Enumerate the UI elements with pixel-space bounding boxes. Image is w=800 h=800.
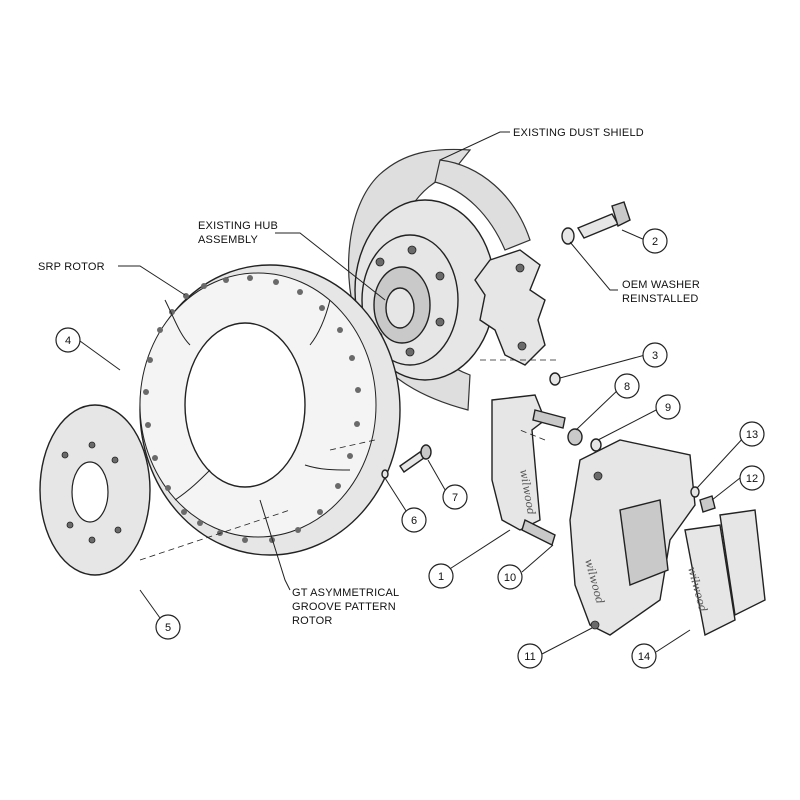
label-oem-line2: REINSTALLED xyxy=(622,293,699,305)
callout-9-num: 9 xyxy=(665,402,671,414)
callout-7-num: 7 xyxy=(452,492,458,504)
label-gt-line1: GT ASYMMETRICAL xyxy=(292,587,399,599)
label-hub-line1: EXISTING HUB xyxy=(198,220,278,232)
label-srp-rotor: SRP ROTOR xyxy=(38,261,186,296)
callout-4: 4 xyxy=(55,327,81,353)
callout-6-num: 6 xyxy=(411,515,417,527)
callout-1: 1 xyxy=(428,563,454,589)
rotor-hat xyxy=(39,404,151,576)
hat-screw xyxy=(381,444,432,479)
callout-4-num: 4 xyxy=(65,335,71,347)
callout-7: 7 xyxy=(442,484,468,510)
callout-10: 10 xyxy=(497,564,523,590)
callout-9: 9 xyxy=(655,394,681,420)
caliper-bracket: wilwood xyxy=(491,394,566,546)
label-gt-line3: ROTOR xyxy=(292,615,333,627)
hub-assembly xyxy=(354,199,496,381)
oem-bolt xyxy=(561,201,631,245)
brake-pads: wilwood xyxy=(684,509,766,637)
label-gt-rotor: GT ASYMMETRICAL GROOVE PATTERN ROTOR xyxy=(259,499,399,627)
callout-3: 3 xyxy=(642,342,668,368)
callout-10-num: 10 xyxy=(504,572,516,584)
small-hardware xyxy=(549,372,602,452)
label-srp-rotor-text: SRP ROTOR xyxy=(38,261,105,273)
steering-knuckle xyxy=(474,249,546,366)
srp-rotor xyxy=(139,264,401,556)
callout-14-num: 14 xyxy=(638,651,650,663)
label-hub: EXISTING HUB ASSEMBLY xyxy=(198,220,386,301)
label-hub-line2: ASSEMBLY xyxy=(198,234,259,246)
callout-2: 2 xyxy=(642,228,668,254)
callout-5-num: 5 xyxy=(165,622,171,634)
caliper: wilwood xyxy=(569,439,696,636)
callout-14: 14 xyxy=(631,643,657,669)
callout-3-num: 3 xyxy=(652,350,658,362)
rotor-drill-holes xyxy=(143,275,361,543)
callout-13-num: 13 xyxy=(746,429,758,441)
callout-2-num: 2 xyxy=(652,236,658,248)
callout-1-num: 1 xyxy=(438,571,444,583)
label-dust-shield-text: EXISTING DUST SHIELD xyxy=(513,127,644,139)
callout-5: 5 xyxy=(155,614,181,640)
callout-13: 13 xyxy=(739,421,765,447)
callout-8-num: 8 xyxy=(624,381,630,393)
label-dust-shield: EXISTING DUST SHIELD xyxy=(439,127,644,161)
callout-6: 6 xyxy=(401,507,427,533)
callout-8: 8 xyxy=(614,373,640,399)
callout-leaders xyxy=(79,229,746,655)
label-oem-washer: OEM WASHER REINSTALLED xyxy=(569,241,700,305)
callout-11: 11 xyxy=(517,643,543,669)
label-gt-line2: GROOVE PATTERN xyxy=(292,601,396,613)
callout-11-num: 11 xyxy=(524,651,535,663)
callout-12: 12 xyxy=(739,465,765,491)
label-oem-line1: OEM WASHER xyxy=(622,279,700,291)
callout-12-num: 12 xyxy=(746,473,758,485)
bridge-hardware xyxy=(690,486,716,513)
